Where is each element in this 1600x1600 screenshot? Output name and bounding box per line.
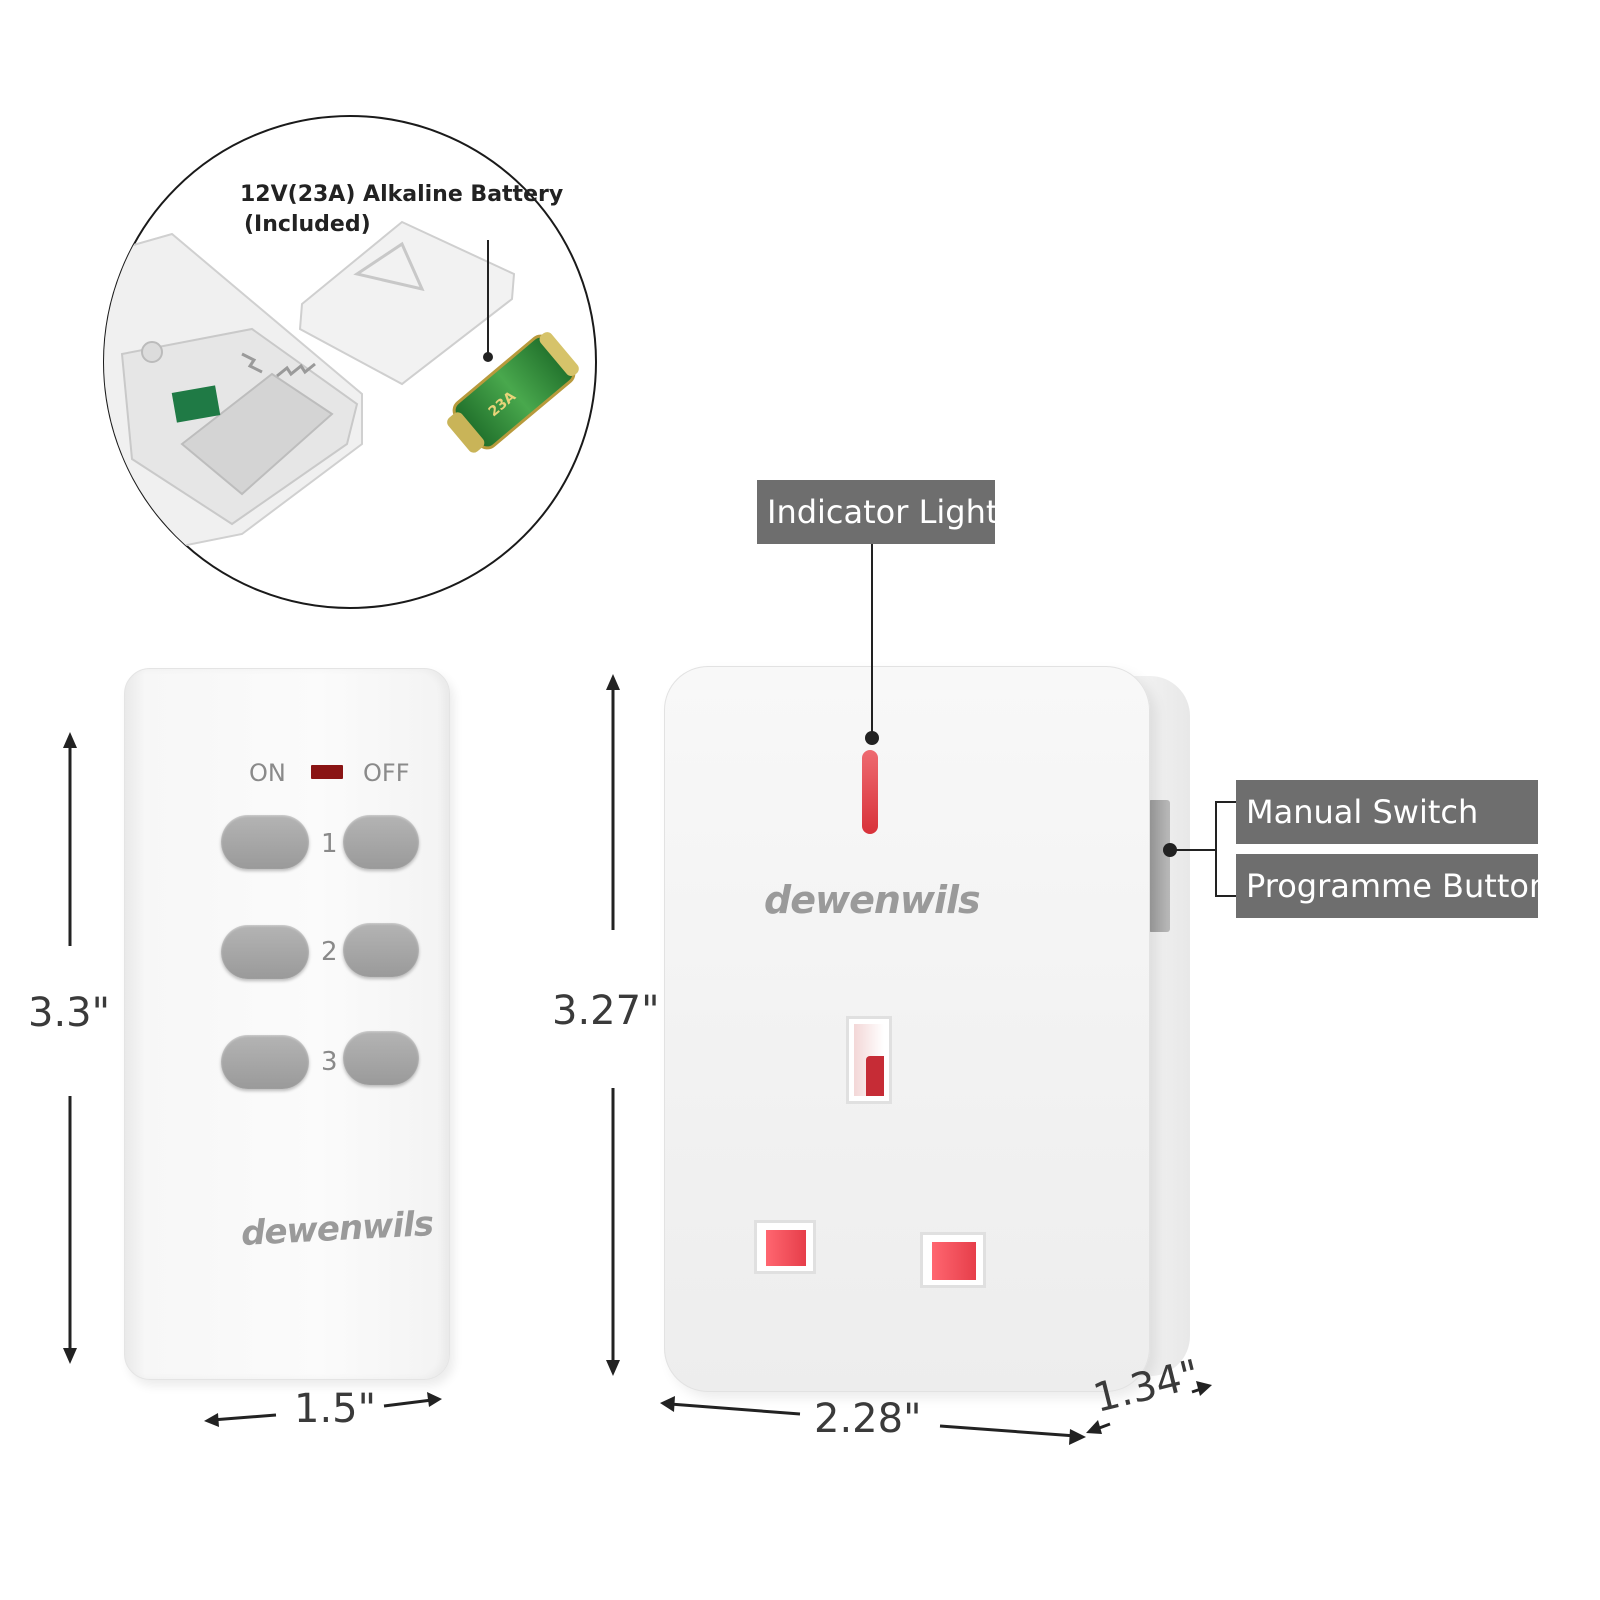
remote-control: ON OFF 1 2 3 dewenwils [124,668,450,1380]
socket-width-arrow [660,1396,1086,1445]
channel-1-off-button[interactable] [343,815,419,869]
remote-width-arrow [204,1392,442,1427]
channel-2-off-button[interactable] [343,923,419,977]
battery-inset-illustration: 23A [103,115,597,609]
indicator-light-pointer [865,544,879,745]
manual-programme-button[interactable] [1148,800,1170,932]
manual-switch-callout: Manual Switch [1236,780,1538,844]
channel-3-off-button[interactable] [343,1031,419,1085]
channel-1-label: 1 [321,829,338,859]
socket-brand-logo: dewenwils [764,878,981,922]
channel-1-on-button[interactable] [221,815,309,869]
channel-3-label: 3 [321,1047,338,1077]
remote-off-label: OFF [363,759,410,787]
socket-height-arrow [606,674,620,1376]
remote-brand-logo: dewenwils [240,1204,434,1254]
live-pin-slot [754,1220,816,1274]
channel-2-on-button[interactable] [221,925,309,979]
side-button-pointer [1163,801,1236,897]
remote-on-label: ON [249,759,286,787]
socket-depth-arrow [1086,1381,1212,1434]
socket-width-dimension: 2.28" [814,1396,922,1442]
battery-label-line1: 12V(23A) Alkaline Battery [240,182,564,207]
battery-label-line2: (Included) [244,212,371,237]
indicator-light [862,750,878,834]
battery-inset: 23A 12V(23A) Alkaline Battery (Included) [102,114,598,610]
remote-height-arrow [63,732,77,1364]
remote-width-dimension: 1.5" [294,1386,377,1432]
smart-socket: dewenwils [664,666,1150,1392]
socket-height-dimension: 3.27" [552,988,660,1034]
earth-pin-slot [846,1016,892,1104]
channel-2-label: 2 [321,937,338,967]
indicator-light-callout: Indicator Light [757,480,998,544]
channel-3-on-button[interactable] [221,1035,309,1089]
neutral-pin-slot [920,1232,986,1288]
remote-led [311,765,343,779]
remote-height-dimension: 3.3" [28,990,111,1036]
programme-button-callout: Programme Button [1236,854,1549,918]
